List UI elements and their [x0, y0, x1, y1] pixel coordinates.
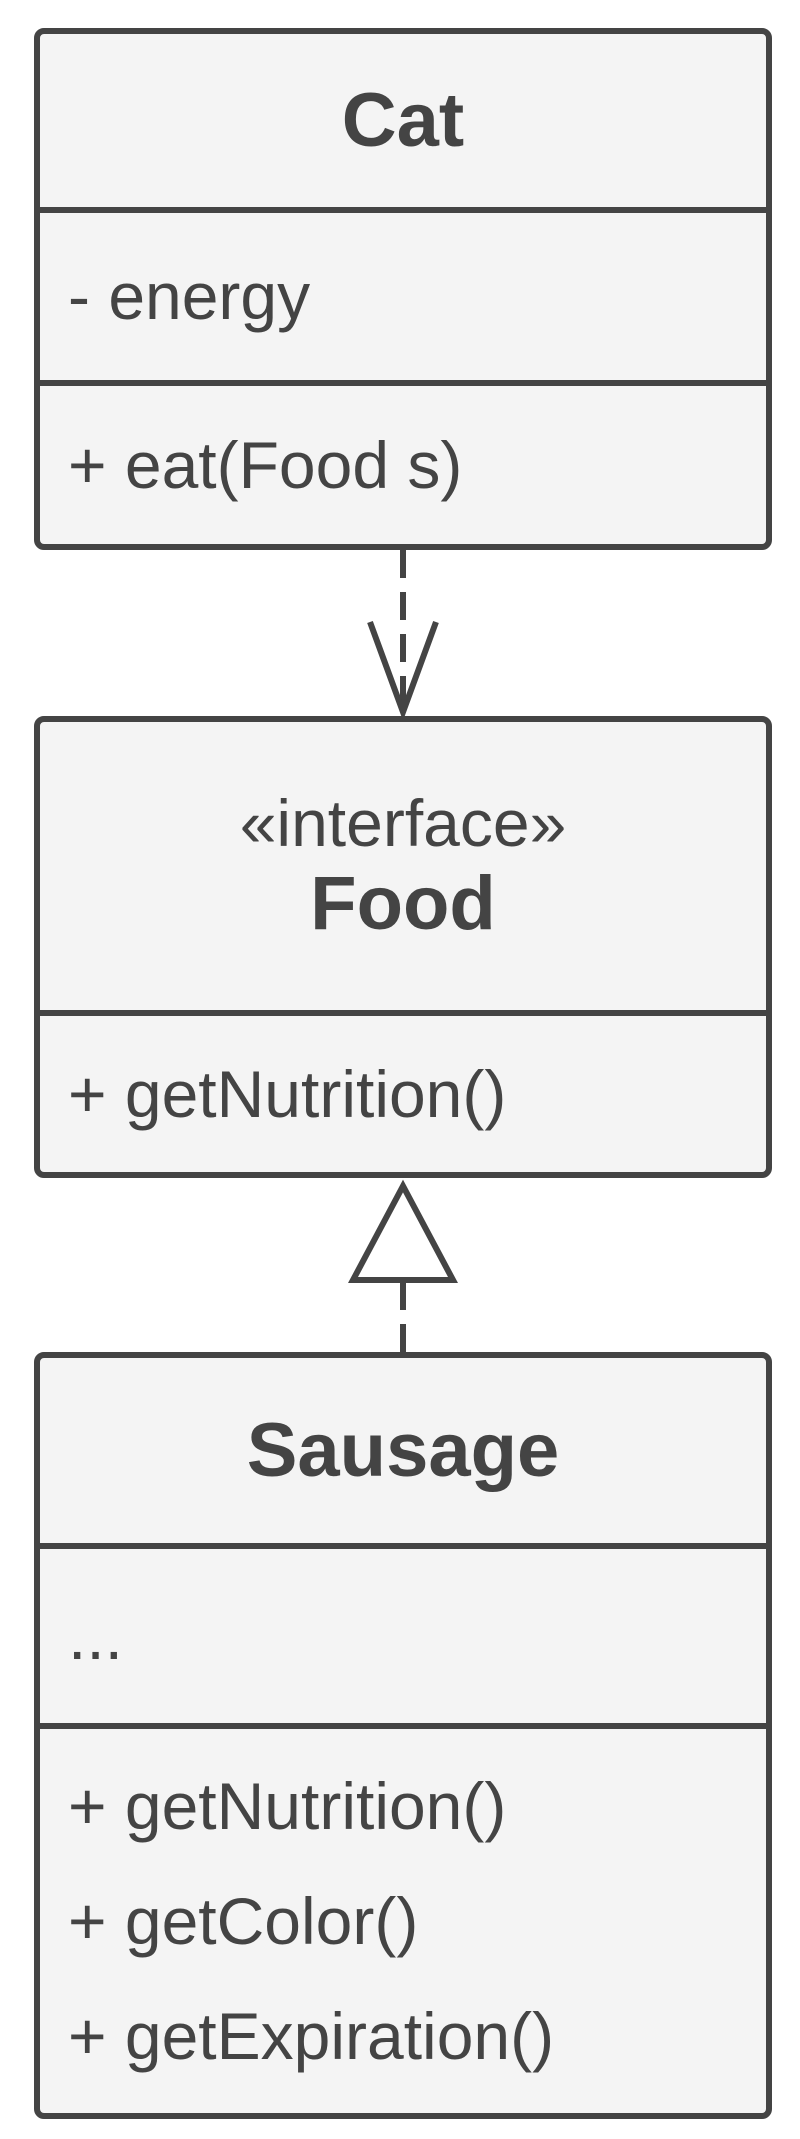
class-food-header: «interface» Food [40, 722, 766, 1010]
class-sausage-name: Sausage [246, 1407, 560, 1493]
class-sausage-header: Sausage [40, 1358, 766, 1543]
realization-triangle [348, 1179, 458, 1283]
class-food[interactable]: «interface» Food + getNutrition() [34, 716, 772, 1178]
dependency-arrowhead [367, 620, 439, 721]
attribute-energy: - energy [68, 259, 311, 333]
class-sausage[interactable]: Sausage ... + getNutrition() + getColor(… [34, 1352, 772, 2119]
class-cat-attributes: - energy [40, 207, 766, 380]
class-sausage-methods: + getNutrition() + getColor() + getExpir… [40, 1723, 766, 2113]
method-getcolor: + getColor() [68, 1883, 419, 1958]
attribute-ellipsis: ... [68, 1598, 124, 1673]
class-food-methods: + getNutrition() [40, 1010, 766, 1172]
method-eat: + eat(Food s) [68, 427, 463, 502]
class-cat-name: Cat [341, 77, 465, 163]
class-cat-methods: + eat(Food s) [40, 380, 766, 544]
class-sausage-attributes: ... [40, 1543, 766, 1723]
class-food-stereotype: «interface» [239, 786, 567, 861]
class-cat[interactable]: Cat - energy + eat(Food s) [34, 28, 772, 550]
method-getnutrition: + getNutrition() [68, 1056, 507, 1131]
class-food-name: Food [310, 861, 496, 947]
class-cat-header: Cat [40, 34, 766, 207]
method-getnutrition: + getNutrition() [68, 1768, 507, 1843]
method-getexpiration: + getExpiration() [68, 1998, 555, 2073]
